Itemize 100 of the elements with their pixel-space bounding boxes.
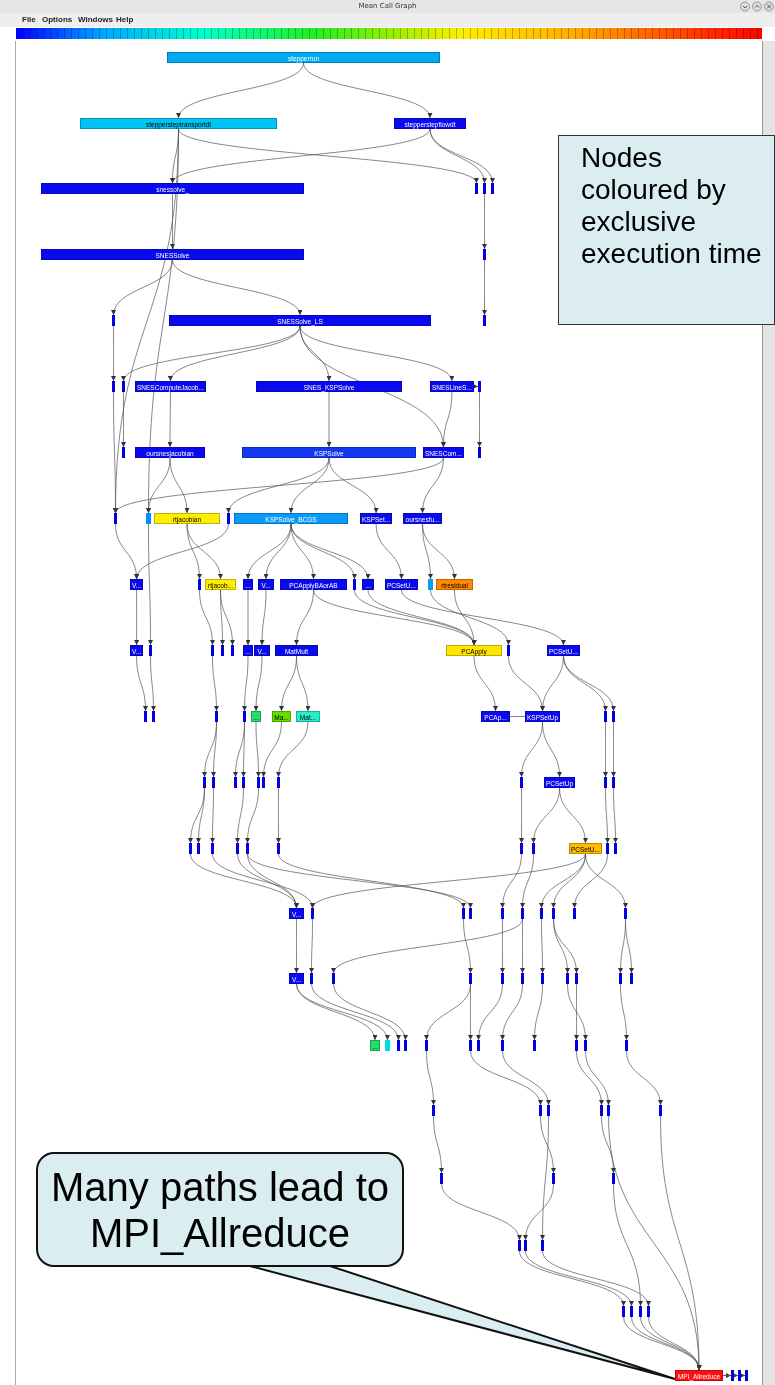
function-bar [639, 1306, 642, 1317]
function-bar [475, 183, 478, 194]
function-bar [277, 843, 280, 854]
function-bar [607, 1105, 610, 1116]
function-bar [425, 1040, 428, 1051]
speech-bubble: Many paths lead to MPI_Allreduce [36, 1152, 404, 1267]
function-bar [353, 579, 356, 590]
function-bar [540, 908, 543, 919]
function-bar [483, 249, 486, 260]
function-bar [478, 381, 481, 392]
function-bar [573, 908, 576, 919]
function-bar [622, 1306, 625, 1317]
function-bar [440, 1173, 443, 1184]
function-bar [521, 973, 524, 984]
function-bar [614, 843, 617, 854]
function-bar [122, 381, 125, 392]
function-bar [149, 645, 152, 656]
menu-item: File [22, 15, 36, 24]
function-bar [541, 973, 544, 984]
function-bar [311, 908, 314, 919]
function-bar [221, 645, 224, 656]
function-bar [227, 513, 230, 524]
function-bar [152, 711, 155, 722]
function-bar [533, 1040, 536, 1051]
function-bar [612, 711, 615, 722]
function-bar [647, 1306, 650, 1317]
function-bar [212, 777, 215, 788]
function-bar [277, 777, 280, 788]
function-bar [211, 645, 214, 656]
function-bar [507, 645, 510, 656]
function-bar [114, 513, 117, 524]
function-bar [198, 579, 201, 590]
function-bar [630, 973, 633, 984]
menu-item: Windows [78, 15, 114, 24]
function-bar [552, 1173, 555, 1184]
function-bar [469, 973, 472, 984]
call-arrow [473, 384, 479, 389]
function-bar [246, 843, 249, 854]
function-bar [428, 579, 433, 590]
function-bar [469, 908, 472, 919]
function-bar [501, 908, 504, 919]
function-bar [552, 908, 555, 919]
function-bar [332, 973, 335, 984]
function-bar [236, 843, 239, 854]
function-bar [122, 447, 125, 458]
function-bar [397, 1040, 400, 1051]
function-bar [483, 315, 486, 326]
function-bar [385, 1040, 390, 1051]
function-bar [566, 973, 569, 984]
function-bar [521, 908, 524, 919]
function-bar [310, 973, 313, 984]
function-bar [189, 843, 192, 854]
function-bar [501, 1040, 504, 1051]
function-bar [547, 1105, 550, 1116]
function-bar [112, 315, 115, 326]
function-bar [243, 711, 246, 722]
function-bar [462, 908, 465, 919]
function-bar [619, 973, 622, 984]
function-bar [432, 1105, 435, 1116]
call-line [509, 716, 526, 717]
function-bar [477, 1040, 480, 1051]
function-bar [483, 183, 486, 194]
function-bar [146, 513, 151, 524]
menu-item: Options [42, 15, 73, 24]
function-bar [262, 777, 265, 788]
function-bar [524, 1240, 527, 1251]
function-bar [604, 777, 607, 788]
function-bar [624, 908, 627, 919]
note-box: Nodes coloured by exclusive execution time [558, 135, 775, 325]
function-bar [491, 183, 494, 194]
function-bar [606, 843, 609, 854]
function-bar [203, 777, 206, 788]
function-bar [575, 973, 578, 984]
function-bar [625, 1040, 628, 1051]
function-bar [242, 777, 245, 788]
function-bar [257, 777, 260, 788]
function-bar [532, 843, 535, 854]
callout-pointer [249, 1265, 676, 1380]
function-bar [612, 1173, 615, 1184]
function-bar [659, 1105, 662, 1116]
function-bar [584, 1040, 587, 1051]
function-bar [520, 843, 523, 854]
function-bar [234, 777, 237, 788]
function-bar [539, 1105, 542, 1116]
function-bar [144, 711, 147, 722]
function-bar [630, 1306, 633, 1317]
function-bar [520, 777, 523, 788]
function-bar [215, 711, 218, 722]
function-bar [731, 1370, 734, 1381]
function-bar [600, 1105, 603, 1116]
function-bar [197, 843, 200, 854]
function-bar [112, 381, 115, 392]
menu-item: Help [116, 15, 134, 24]
function-bar [541, 1240, 544, 1251]
function-bar [404, 1040, 407, 1051]
function-bar [469, 1040, 472, 1051]
function-bar [612, 777, 615, 788]
function-bar [231, 645, 234, 656]
function-bar [518, 1240, 521, 1251]
function-bar [211, 843, 214, 854]
